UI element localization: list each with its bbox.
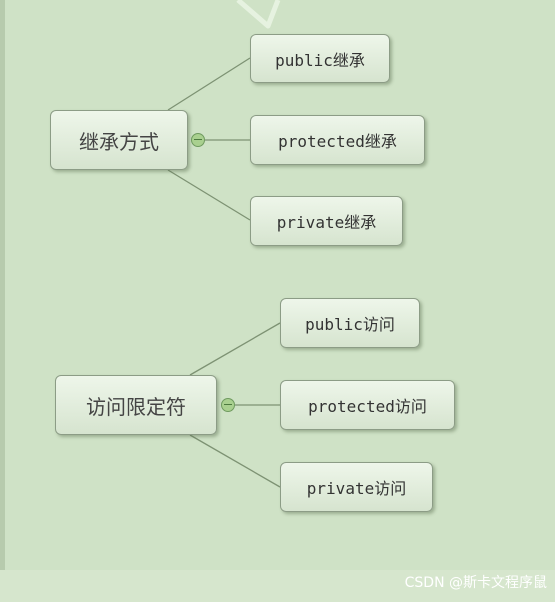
- connector-line: [167, 169, 251, 221]
- footer-strip: [0, 570, 555, 602]
- connector-lines: [167, 0, 281, 488]
- topic-node[interactable]: 继承方式: [50, 110, 188, 170]
- subtopic-node[interactable]: protected继承: [250, 115, 425, 165]
- watermark: CSDN @斯卡文程序鼠: [404, 575, 547, 591]
- collapse-toggle-icon[interactable]: [221, 398, 235, 412]
- subtopic-node[interactable]: protected访问: [280, 380, 455, 430]
- collapse-toggle-icon[interactable]: [191, 133, 205, 147]
- connector-line: [189, 322, 281, 376]
- decorative-arrow-tip: [236, 0, 281, 29]
- topic-node[interactable]: 访问限定符: [55, 375, 217, 435]
- subtopic-node[interactable]: public继承: [250, 34, 390, 83]
- subtopic-node[interactable]: private继承: [250, 196, 403, 246]
- subtopic-node[interactable]: public访问: [280, 298, 420, 348]
- mindmap-canvas: [0, 0, 555, 570]
- canvas-left-edge: [0, 0, 5, 570]
- connector-line: [167, 57, 251, 111]
- subtopic-node[interactable]: private访问: [280, 462, 433, 512]
- connector-line: [189, 434, 281, 488]
